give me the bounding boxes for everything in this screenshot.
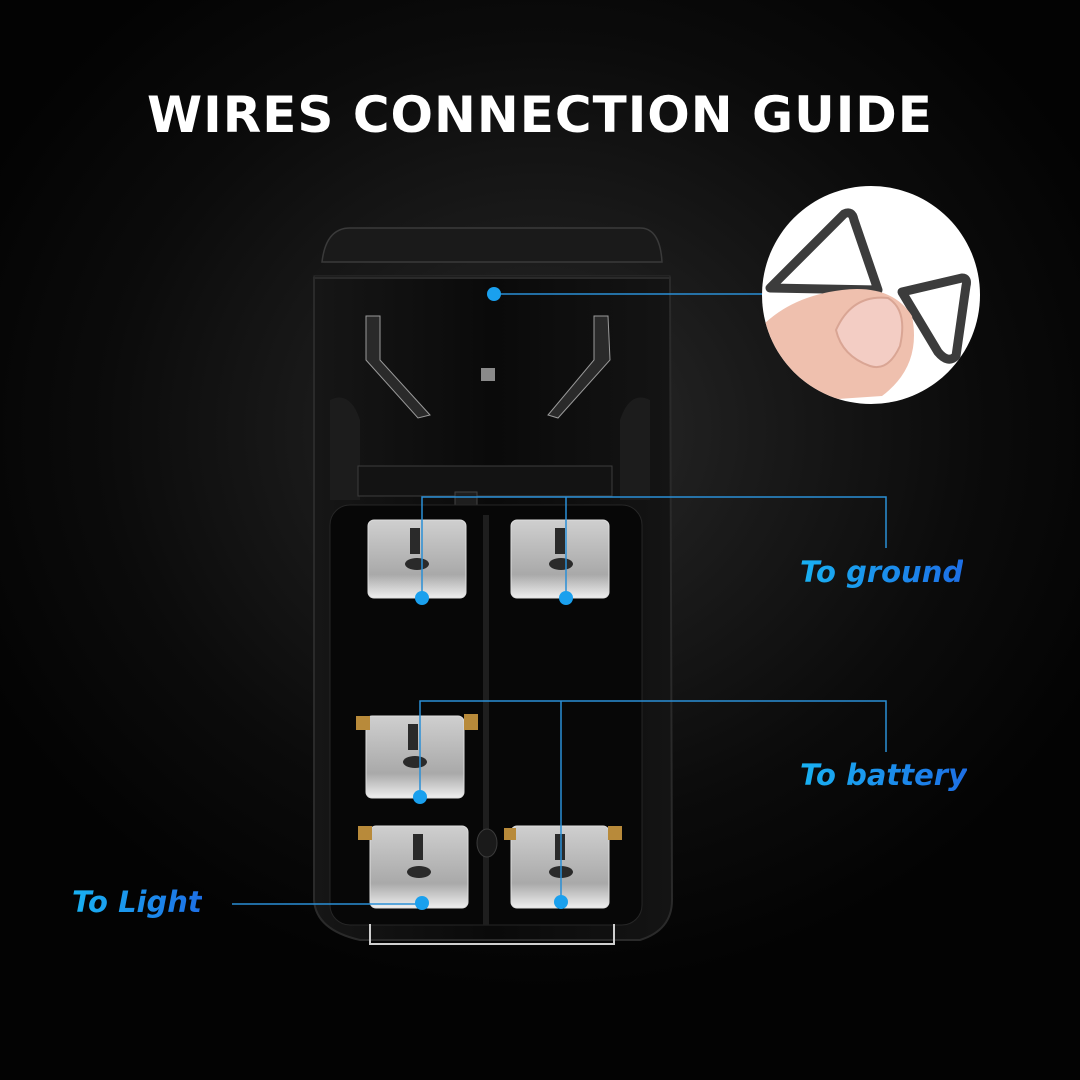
label-to-light: To Light [72, 885, 202, 919]
callout-lines [232, 293, 887, 905]
hand-holding-cover-icon [762, 208, 971, 404]
callout-dots [413, 287, 573, 910]
label-to-battery: To battery [800, 758, 967, 792]
cover-inset-image [762, 186, 980, 404]
terminal-group [356, 519, 622, 909]
label-to-ground: To ground [800, 555, 964, 589]
page-title: WIRES CONNECTION GUIDE [147, 86, 933, 144]
